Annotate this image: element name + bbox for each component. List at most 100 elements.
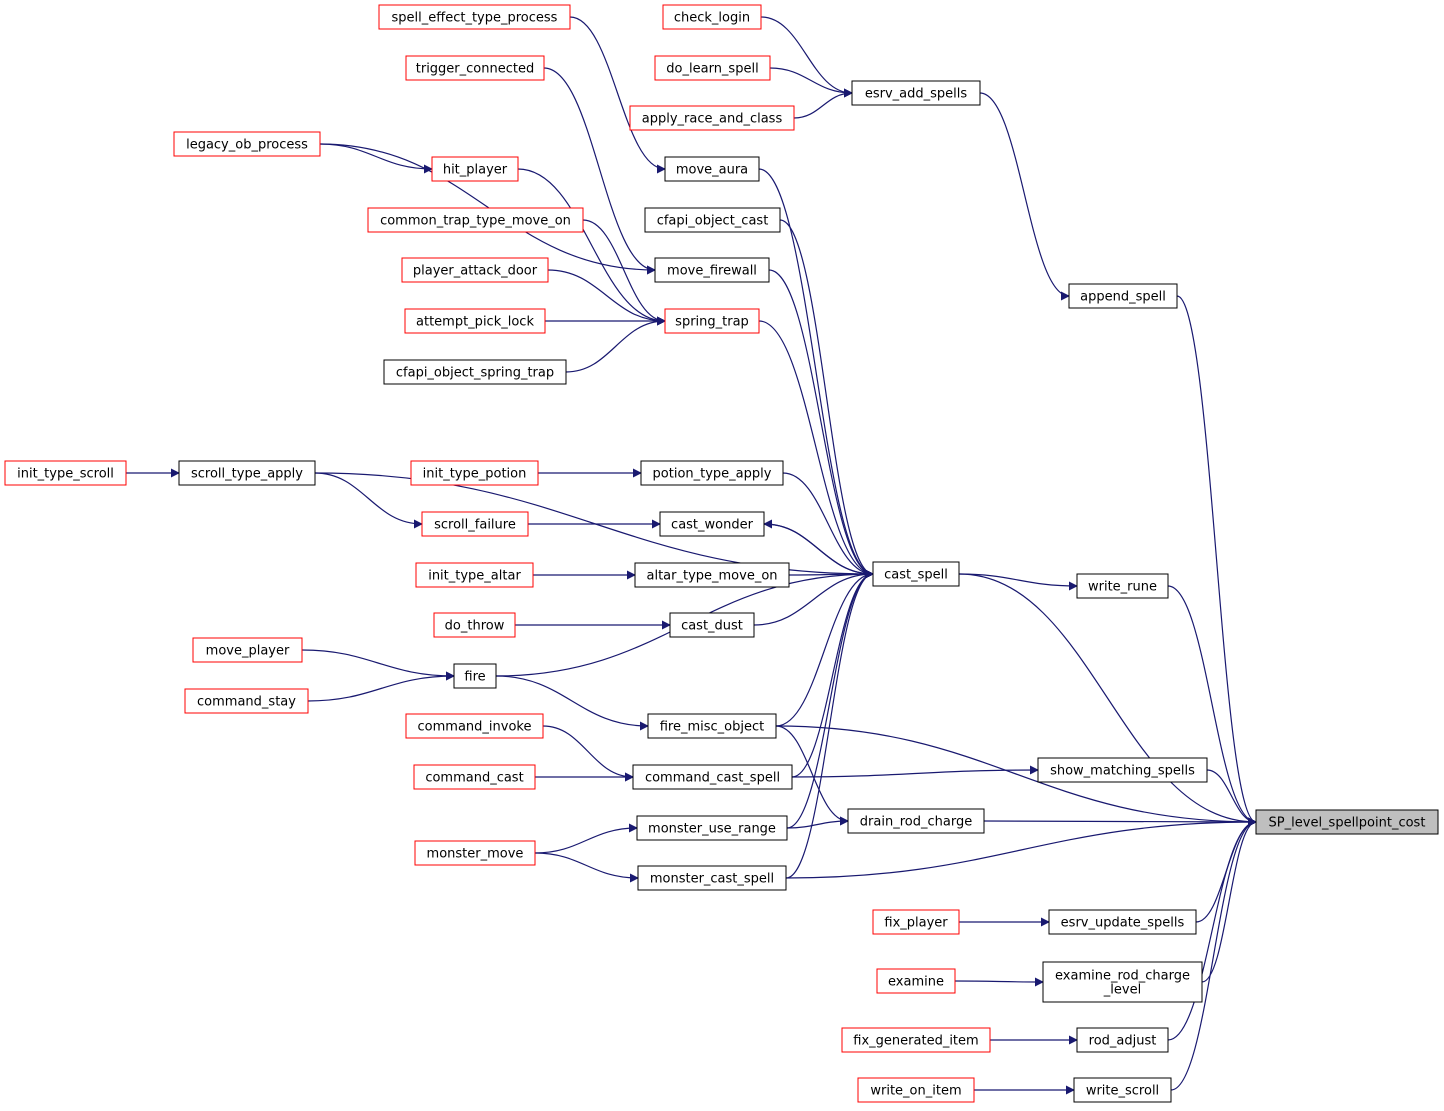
node-box [453,663,497,689]
node-init_type_altar[interactable]: init_type_altar [415,562,534,588]
node-examine_rod_charge_level[interactable]: examine_rod_charge_level [1042,961,1203,1003]
node-label: examine_rod_charge [1055,969,1190,984]
node-box [433,612,516,638]
node-cast_spell[interactable]: cast_spell [872,561,960,587]
node-trigger_connected[interactable]: trigger_connected [405,55,545,81]
edge-monster_cast_spell-to-cast_spell [785,569,874,879]
node-label: trigger_connected [416,62,534,77]
node-write_scroll[interactable]: write_scroll [1073,1077,1172,1103]
node-esrv_add_spells[interactable]: esrv_add_spells [851,80,981,106]
node-hit_player[interactable]: hit_player [431,156,519,182]
edge-spell_effect_type_process-to-move_aura [569,16,666,174]
node-player_attack_door[interactable]: player_attack_door [401,257,549,283]
node-move_firewall[interactable]: move_firewall [654,257,770,283]
node-box [367,207,584,233]
node-scroll_failure[interactable]: scroll_failure [421,511,529,537]
node-potion_type_apply[interactable]: potion_type_apply [640,460,784,486]
node-fire[interactable]: fire [453,663,497,689]
node-attempt_pick_lock[interactable]: attempt_pick_lock [404,308,546,334]
node-box [872,561,960,587]
node-label: monster_use_range [648,822,776,837]
node-label: do_throw [445,619,505,634]
node-cfapi_object_cast[interactable]: cfapi_object_cast [644,207,781,233]
node-drain_rod_charge[interactable]: drain_rod_charge [847,808,985,834]
edge-cast_spell-to-cast_wonder [763,519,874,575]
edge-move_aura-to-cast_spell [758,168,874,579]
node-fire_misc_object[interactable]: fire_misc_object [647,713,777,739]
node-label: spell_effect_type_process [392,11,558,26]
node-init_type_potion[interactable]: init_type_potion [410,460,539,486]
node-box [1073,1077,1172,1103]
edge-write_scroll-to-target [1170,817,1257,1091]
node-move_player[interactable]: move_player [192,637,303,663]
node-label: fire_misc_object [660,720,765,735]
edge-command_cast_spell-to-show_matching_spells [791,765,1039,778]
node-cast_dust[interactable]: cast_dust [669,612,755,638]
node-box [636,815,788,841]
node-write_on_item[interactable]: write_on_item [857,1077,975,1103]
node-label: monster_move [427,847,524,862]
node-scroll_type_apply[interactable]: scroll_type_apply [178,460,316,486]
node-box [654,257,770,283]
node-write_rune[interactable]: write_rune [1076,573,1169,599]
node-fix_player[interactable]: fix_player [872,909,960,935]
node-label: show_matching_spells [1050,764,1195,779]
edge-monster_use_range-to-cast_spell [786,569,874,829]
node-monster_cast_spell[interactable]: monster_cast_spell [637,865,787,891]
node-init_type_scroll[interactable]: init_type_scroll [4,460,127,486]
node-label: init_type_scroll [17,467,114,482]
edge-monster_cast_spell-to-target [785,817,1257,879]
node-box [629,105,795,131]
edge-move_firewall-to-cast_spell [768,269,874,579]
node-box [192,637,303,663]
node-command_cast_spell[interactable]: command_cast_spell [632,764,793,790]
node-monster_use_range[interactable]: monster_use_range [636,815,788,841]
node-do_learn_spell[interactable]: do_learn_spell [654,55,771,81]
node-legacy_ob_process[interactable]: legacy_ob_process [173,131,321,157]
node-rod_adjust[interactable]: rod_adjust [1076,1027,1169,1053]
node-label: player_attack_door [413,264,538,279]
node-label: command_stay [197,695,296,710]
node-do_throw[interactable]: do_throw [433,612,516,638]
node-apply_race_and_class[interactable]: apply_race_and_class [629,105,795,131]
node-label: move_aura [676,163,748,178]
node-cast_wonder[interactable]: cast_wonder [659,511,765,537]
edge-layer [126,16,1257,1095]
node-label: esrv_add_spells [865,87,968,102]
node-check_login[interactable]: check_login [662,4,762,30]
node-cfapi_object_spring_trap[interactable]: cfapi_object_spring_trap [383,359,567,385]
node-spell_effect_type_process[interactable]: spell_effect_type_process [378,4,571,30]
node-label: attempt_pick_lock [416,315,534,330]
node-fix_generated_item[interactable]: fix_generated_item [841,1027,991,1053]
node-altar_type_move_on[interactable]: altar_type_move_on [634,562,790,588]
node-command_cast[interactable]: command_cast [413,764,536,790]
node-box [1068,283,1178,309]
node-label: fire [464,670,485,685]
node-monster_move[interactable]: monster_move [414,840,536,866]
edge-check_login-to-esrv_add_spells [760,16,853,98]
node-command_stay[interactable]: command_stay [184,688,309,714]
node-common_trap_type_move_on[interactable]: common_trap_type_move_on [367,207,584,233]
node-box [644,207,781,233]
node-append_spell[interactable]: append_spell [1068,283,1178,309]
edge-cfapi_object_cast-to-cast_spell [779,219,874,579]
node-target[interactable]: SP_level_spellpoint_cost [1255,809,1439,835]
node-label: write_on_item [870,1084,961,1099]
node-examine[interactable]: examine [876,968,956,994]
node-label: examine [888,975,944,990]
node-command_invoke[interactable]: command_invoke [405,713,544,739]
node-spring_trap[interactable]: spring_trap [664,308,760,334]
node-box [405,55,545,81]
edge-monster_move-to-monster_use_range [534,823,638,854]
edge-drain_rod_charge-to-target [983,817,1257,827]
node-esrv_update_spells[interactable]: esrv_update_spells [1048,909,1197,935]
node-box [178,460,316,486]
node-label: command_invoke [418,720,532,735]
node-label: cfapi_object_spring_trap [396,366,554,381]
node-show_matching_spells[interactable]: show_matching_spells [1037,757,1208,783]
node-label: rod_adjust [1089,1034,1157,1049]
node-move_aura[interactable]: move_aura [664,156,760,182]
edge-player_attack_door-to-spring_trap [547,269,666,326]
edge-command_invoke-to-command_cast_spell [542,725,634,782]
node-label: move_player [206,644,290,659]
